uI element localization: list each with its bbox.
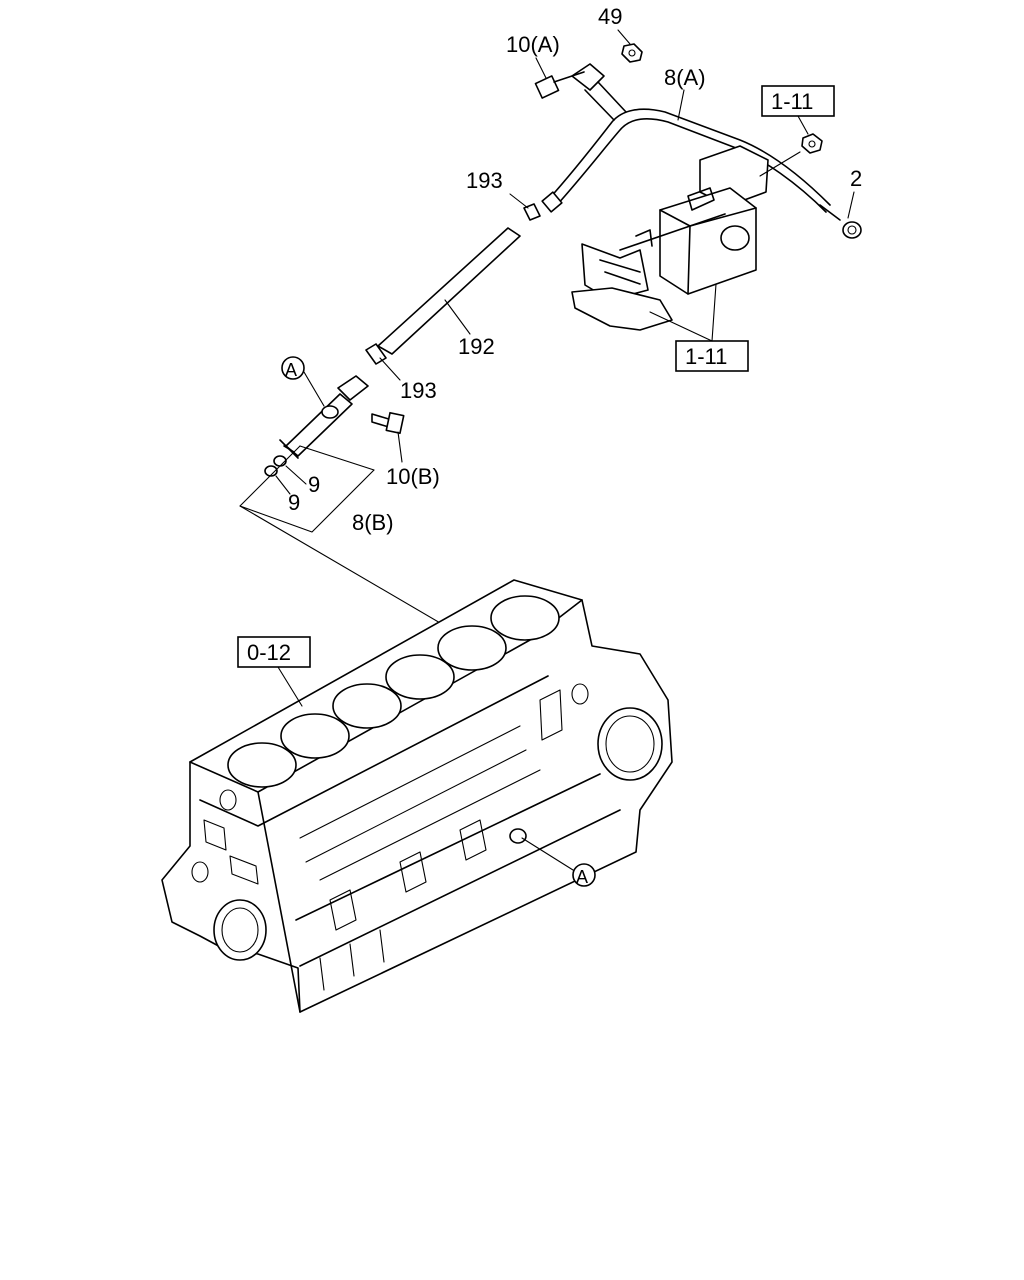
leader-marker-a-upper: [303, 371, 325, 407]
leader-193-top: [509, 193, 529, 209]
nut-49: [621, 43, 643, 63]
marker-a-lower: A: [572, 863, 596, 887]
callout-8b: 8(B): [352, 510, 394, 535]
callout-9-upper: 9: [308, 472, 320, 497]
ref-box-1-11-bottom: 1-11: [675, 340, 749, 372]
leader-10a: [535, 57, 547, 79]
svg-text:1-11: 1-11: [685, 344, 727, 369]
o-rings-9: [264, 455, 287, 477]
leader-10b: [299, 445, 375, 471]
leader-193-mid: [379, 357, 401, 381]
leader-ref-1-11-bottom: [649, 283, 717, 342]
group-bracket-8b: [239, 445, 375, 533]
svg-text:0-12: 0-12: [247, 640, 291, 665]
leader-marker-a-lower: [521, 837, 574, 871]
ref-box-0-12: 0-12: [237, 636, 311, 668]
guide-tube-8b: [279, 375, 369, 459]
leader-nut-to-bracket: [759, 151, 801, 177]
bolt-10a: [534, 71, 585, 99]
tube-bracket: [571, 63, 627, 121]
leader-2: [847, 191, 855, 219]
leader-9-lower: [275, 475, 291, 495]
marker-a-upper: A: [281, 356, 305, 380]
callout-192: 192: [458, 334, 495, 359]
leader-8a: [677, 89, 685, 121]
callout-2: 2: [850, 166, 862, 191]
ref-box-1-11-top: 1-11: [761, 85, 835, 117]
leader-49: [617, 29, 631, 45]
callout-10b: 10(B): [386, 464, 440, 489]
callout-8a: 8(A): [664, 65, 706, 90]
leader-10b-label: [397, 431, 403, 463]
svg-text:A: A: [576, 867, 588, 887]
tank-bracket-assembly: [571, 145, 769, 331]
callout-10a: 10(A): [506, 32, 560, 57]
bolt-10b: [371, 411, 405, 435]
callout-193-top: 193: [466, 168, 503, 193]
callout-193-mid: 193: [400, 378, 437, 403]
leader-192: [444, 299, 471, 335]
cylinder-block: [161, 579, 673, 1013]
nut-upper-right: [801, 133, 823, 154]
hose-192: [377, 227, 521, 355]
callout-49: 49: [598, 4, 622, 29]
leader-ref-0-12: [277, 666, 303, 707]
leader-9-upper: [285, 465, 307, 485]
guide-tube-8a: [541, 108, 862, 239]
callout-9-lower: 9: [288, 490, 300, 515]
leader-ref-1-11-top: [797, 115, 809, 135]
cylinder-bores: [227, 595, 560, 788]
svg-text:A: A: [285, 360, 297, 380]
svg-text:1-11: 1-11: [771, 89, 813, 114]
